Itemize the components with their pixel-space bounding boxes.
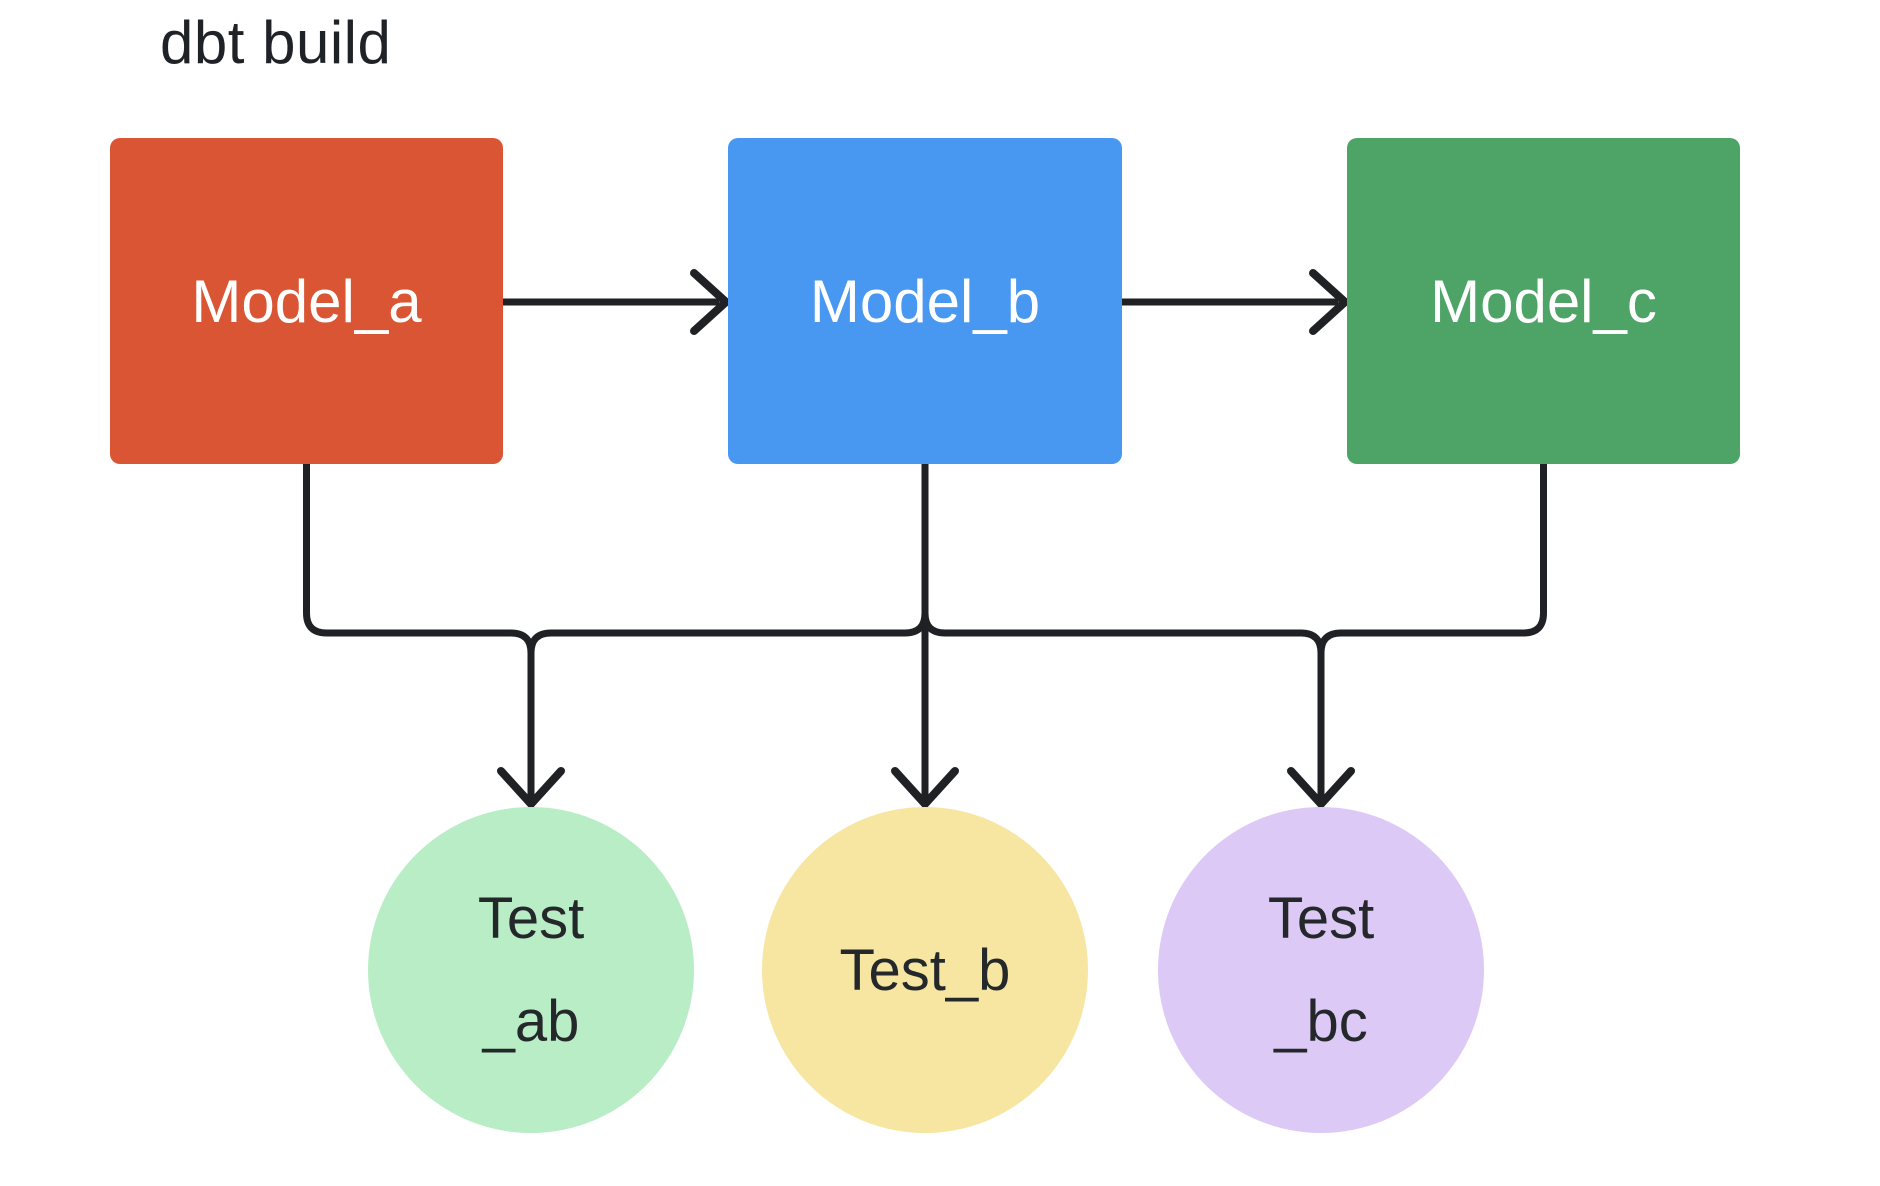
- node-model-c: Model_c: [1347, 138, 1740, 464]
- diagram-title: dbt build: [160, 9, 392, 76]
- node-test-bc-label-line2: _bc: [1274, 989, 1368, 1054]
- edge-model-b-test-ab: [527, 460, 929, 800]
- arrowhead-test-ab: [497, 767, 565, 808]
- node-test-bc: Test _bc: [1158, 807, 1484, 1133]
- node-test-ab-label-line2: _ab: [482, 989, 580, 1054]
- node-test-bc-label-line1: Test: [1267, 886, 1375, 951]
- arrowhead-test-b: [891, 767, 959, 808]
- node-model-b-label: Model_b: [809, 267, 1041, 335]
- arrowhead-test-bc: [1287, 767, 1355, 808]
- node-model-a-label: Model_a: [191, 267, 422, 335]
- node-model-a: Model_a: [110, 138, 503, 464]
- node-test-b-label: Test_b: [839, 937, 1011, 1003]
- edge-model-c-test-bc: [1317, 460, 1547, 800]
- edge-model-a-test-ab: [303, 460, 535, 800]
- node-model-c-label: Model_c: [1430, 267, 1657, 335]
- edge-model-b-test-bc: [921, 460, 1325, 800]
- arrowhead-model-b: [690, 269, 730, 335]
- arrowhead-model-c: [1309, 269, 1349, 335]
- node-model-b: Model_b: [728, 138, 1122, 464]
- node-test-ab-label-line1: Test: [477, 886, 585, 951]
- node-test-b: Test_b: [762, 807, 1088, 1133]
- node-test-ab: Test _ab: [368, 807, 694, 1133]
